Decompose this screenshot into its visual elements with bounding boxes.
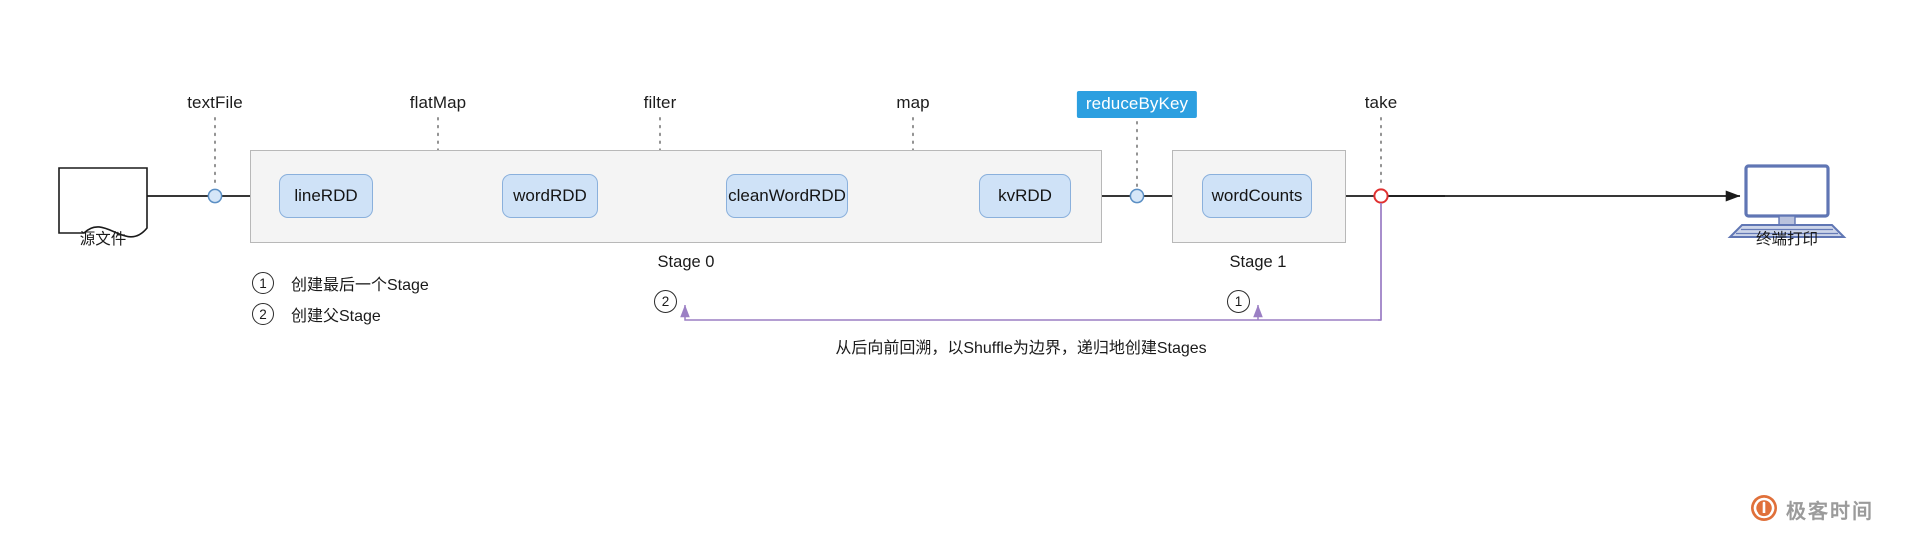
backtrack-marker-1: 1 — [1227, 290, 1250, 313]
stage-label-1: Stage 1 — [1229, 253, 1287, 271]
watermark: 极客时间 — [1752, 495, 1874, 524]
source-file-icon — [58, 167, 148, 238]
backtrack-marker-2: 2 — [654, 290, 677, 313]
operator-label-textfile[interactable]: textFile — [187, 93, 243, 112]
monitor-icon — [1727, 164, 1847, 238]
operator-label-flatmap[interactable]: flatMap — [409, 93, 467, 112]
source-file-label: 源文件 — [79, 231, 127, 248]
rdd-box-linerdd[interactable]: lineRDD — [279, 174, 373, 218]
watermark-text: 极客时间 — [1786, 499, 1874, 523]
operator-label-reducebykey[interactable]: reduceByKey — [1076, 91, 1198, 118]
backtrack-path — [680, 203, 1382, 321]
rdd-box-wordrdd[interactable]: wordRDD — [502, 174, 598, 218]
rdd-box-kvrdd[interactable]: kvRDD — [979, 174, 1071, 218]
terminal-print-label: 终端打印 — [1755, 231, 1819, 248]
legend-item-1: 1 创建最后一个Stage — [252, 271, 429, 295]
operator-droplines — [214, 117, 1382, 189]
operator-label-take[interactable]: take — [1364, 93, 1398, 112]
operator-label-map[interactable]: map — [896, 93, 930, 112]
legend-text-2: 创建父Stage — [291, 308, 381, 325]
rdd-box-cleanwordrdd[interactable]: cleanWordRDD — [726, 174, 848, 218]
legend-number-1: 1 — [252, 272, 274, 294]
operator-label-filter[interactable]: filter — [643, 93, 677, 112]
legend-text-1: 创建最后一个Stage — [291, 277, 429, 294]
stage-label-0: Stage 0 — [657, 253, 715, 271]
rdd-box-wordcounts[interactable]: wordCounts — [1202, 174, 1312, 218]
legend-item-2: 2 创建父Stage — [252, 302, 381, 326]
legend-number-2: 2 — [252, 303, 274, 325]
backtrack-note: 从后向前回溯，以Shuffle为边界，递归地创建Stages — [835, 340, 1207, 357]
geektime-logo-icon — [1751, 495, 1777, 521]
stage-box-0 — [250, 150, 1102, 243]
